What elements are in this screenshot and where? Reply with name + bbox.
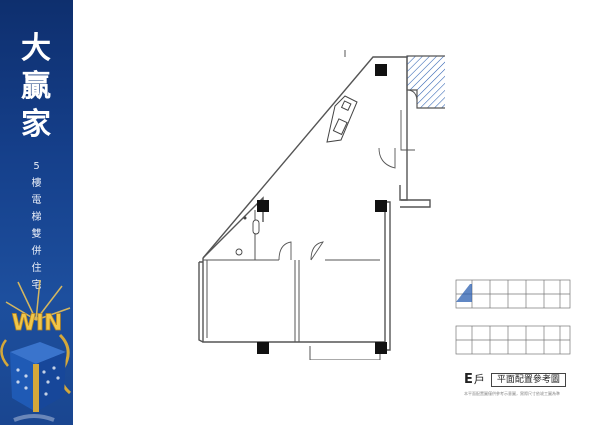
unit-suffix: 戶	[473, 373, 485, 386]
elevator-hatch-room	[406, 55, 445, 109]
disclaimer-note: 本平面配置圖僅供參考示意圖，實際尺寸依竣工圖為準	[464, 391, 560, 396]
tagline-char: 雙	[31, 229, 42, 240]
kitchen-counter	[326, 95, 358, 143]
floor-plan	[198, 50, 445, 360]
highlighted-unit	[456, 284, 472, 302]
plan-title-block: E 戶 平面配置參考圖	[464, 372, 566, 388]
tagline-char: 併	[31, 246, 42, 257]
tagline-char: 電	[31, 195, 42, 206]
brand-char: 大	[21, 31, 52, 66]
gift-box-illustration: WIN	[0, 280, 72, 422]
brand-char: 贏	[21, 69, 52, 104]
tagline-char: 梯	[31, 212, 42, 223]
tagline-char: 樓	[31, 178, 42, 189]
door-swings	[278, 110, 415, 261]
gift-box-text: WIN	[12, 311, 63, 336]
unit-letter: E	[464, 372, 473, 387]
building-floor-key-plan	[455, 279, 571, 355]
tagline-char: 5	[33, 161, 40, 172]
brand-char: 家	[21, 107, 52, 142]
interior-walls	[203, 50, 381, 360]
brand-title: 大 贏 家	[0, 30, 73, 144]
bathroom-fixtures	[235, 216, 260, 256]
tagline-char: 住	[31, 263, 42, 274]
brand-tagline: 5 樓 電 梯 雙 併 住 宅	[0, 158, 73, 294]
tagline-char: 宅	[31, 280, 42, 291]
structural-columns	[257, 64, 387, 354]
brand-sidebar: 大 贏 家 5 樓 電 梯 雙 併 住 宅 WIN	[0, 0, 73, 425]
plan-title: 平面配置參考圖	[490, 373, 566, 387]
outer-walls	[198, 56, 431, 351]
